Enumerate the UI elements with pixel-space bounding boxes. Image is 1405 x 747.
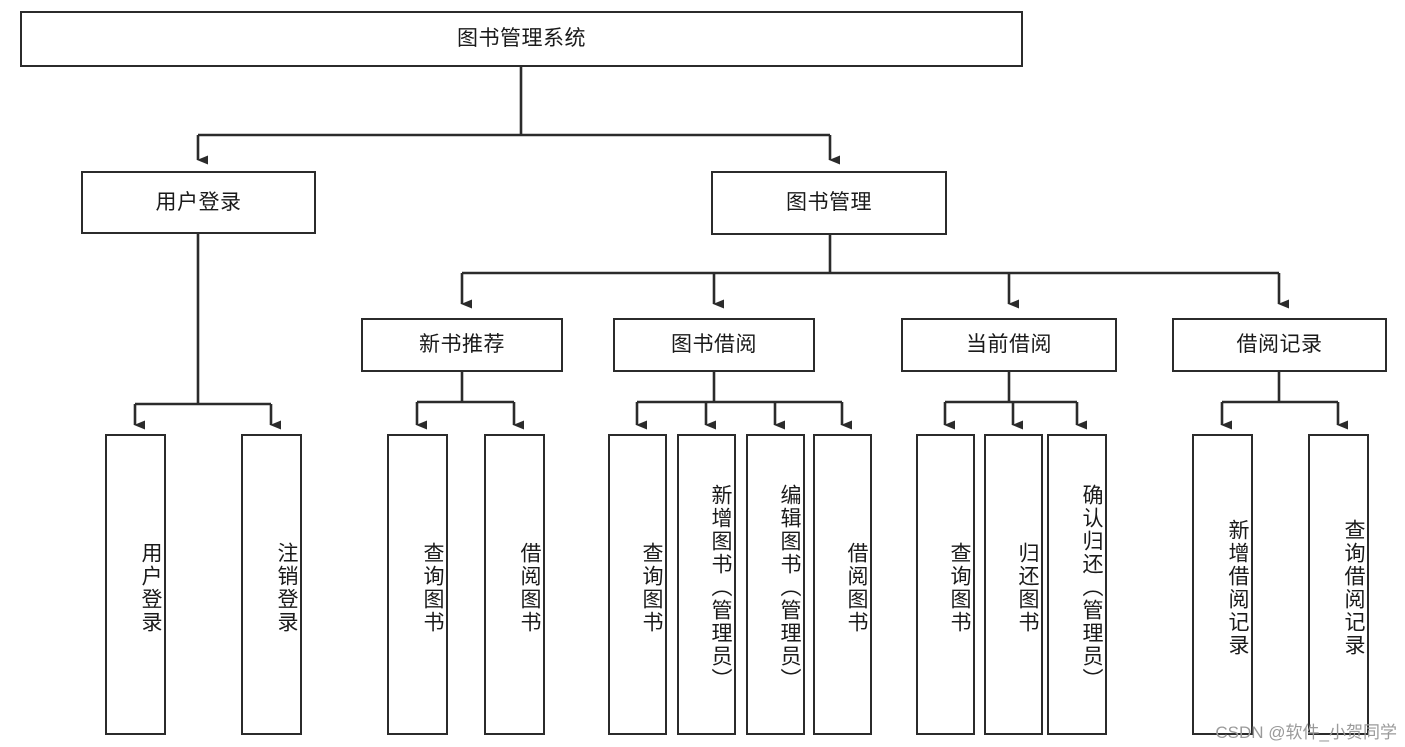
node-label: 借阅记录 <box>1236 333 1323 357</box>
node-label: 新增图书（管理员） <box>709 484 732 691</box>
node-label: 借阅图书 <box>518 541 541 634</box>
leaf-user-login-login[interactable]: 用户登录 <box>105 434 166 735</box>
node-label: 查询图书 <box>421 541 444 634</box>
node-book-borrow[interactable]: 图书借阅 <box>613 318 815 372</box>
node-label: 归还图书 <box>1016 541 1039 634</box>
node-label: 注销登录 <box>275 541 298 634</box>
node-root-book-management-system[interactable]: 图书管理系统 <box>20 11 1023 67</box>
leaf-new-book-borrow-book[interactable]: 借阅图书 <box>484 434 545 735</box>
node-label: 新增借阅记录 <box>1226 518 1249 657</box>
node-label: 查询图书 <box>948 541 971 634</box>
node-label: 图书管理 <box>786 191 872 215</box>
leaf-user-login-logout[interactable]: 注销登录 <box>241 434 302 735</box>
node-label: 查询借阅记录 <box>1342 518 1365 657</box>
node-label: 查询图书 <box>640 541 663 634</box>
node-current-borrow[interactable]: 当前借阅 <box>901 318 1117 372</box>
leaf-borrow-record-query-record[interactable]: 查询借阅记录 <box>1308 434 1369 735</box>
leaf-book-borrow-borrow-book[interactable]: 借阅图书 <box>813 434 872 735</box>
node-label: 借阅图书 <box>845 541 868 634</box>
leaf-current-borrow-return-book[interactable]: 归还图书 <box>984 434 1043 735</box>
watermark-text: CSDN @软件_小贺同学 <box>1215 723 1397 742</box>
leaf-borrow-record-add-record[interactable]: 新增借阅记录 <box>1192 434 1253 735</box>
leaf-book-borrow-edit-book-admin[interactable]: 编辑图书（管理员） <box>746 434 805 735</box>
leaf-current-borrow-query-book[interactable]: 查询图书 <box>916 434 975 735</box>
leaf-book-borrow-query-book[interactable]: 查询图书 <box>608 434 667 735</box>
node-label: 用户登录 <box>155 190 242 214</box>
node-label: 编辑图书（管理员） <box>778 484 801 691</box>
node-label: 当前借阅 <box>966 333 1052 357</box>
leaf-current-borrow-confirm-return-admin[interactable]: 确认归还（管理员） <box>1047 434 1107 735</box>
node-label: 确认归还（管理员） <box>1080 484 1103 691</box>
node-label: 用户登录 <box>139 541 162 634</box>
node-label: 新书推荐 <box>419 333 505 357</box>
node-book-management[interactable]: 图书管理 <box>711 171 947 235</box>
leaf-book-borrow-add-book-admin[interactable]: 新增图书（管理员） <box>677 434 736 735</box>
node-borrow-record[interactable]: 借阅记录 <box>1172 318 1387 372</box>
node-label: 图书借阅 <box>671 333 757 357</box>
leaf-new-book-query-book[interactable]: 查询图书 <box>387 434 448 735</box>
node-user-login[interactable]: 用户登录 <box>81 171 316 234</box>
node-new-book-recommend[interactable]: 新书推荐 <box>361 318 563 372</box>
node-label: 图书管理系统 <box>457 27 586 51</box>
